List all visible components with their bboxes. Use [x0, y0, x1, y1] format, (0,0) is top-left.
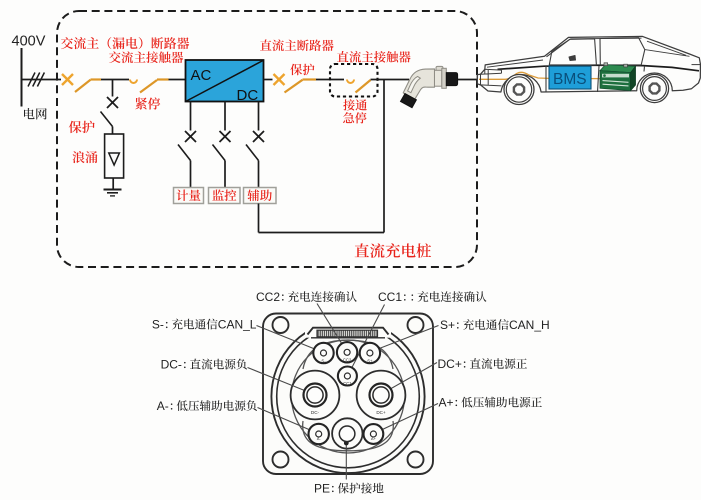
svg-text:CAN_H: CAN_H [509, 318, 550, 332]
svg-text:400V: 400V [12, 34, 46, 50]
svg-text:S+: S+ [367, 358, 373, 363]
svg-text:CAN_L: CAN_L [218, 318, 257, 332]
svg-text:DC-: DC- [161, 358, 182, 372]
svg-text:S-: S- [152, 318, 164, 332]
svg-text:PE: PE [314, 482, 330, 496]
svg-text:AC: AC [191, 67, 212, 84]
svg-text:CC2: CC2 [343, 358, 352, 363]
svg-text:CC1: CC1 [343, 381, 352, 386]
svg-text:S-: S- [321, 358, 326, 363]
svg-text:CC2: CC2 [256, 290, 280, 304]
svg-text:DC+: DC+ [376, 410, 386, 415]
svg-text:DC: DC [237, 87, 259, 104]
svg-text:S+: S+ [440, 318, 455, 332]
svg-text:BMS: BMS [553, 71, 587, 88]
svg-text:DC+: DC+ [438, 357, 462, 371]
svg-text:A+: A+ [439, 396, 454, 410]
svg-text:A+: A+ [371, 436, 377, 441]
svg-text:A-: A- [317, 436, 322, 441]
svg-text:A-: A- [157, 399, 169, 413]
svg-text:CC1: CC1 [378, 290, 402, 304]
svg-text:DC-: DC- [311, 410, 320, 415]
